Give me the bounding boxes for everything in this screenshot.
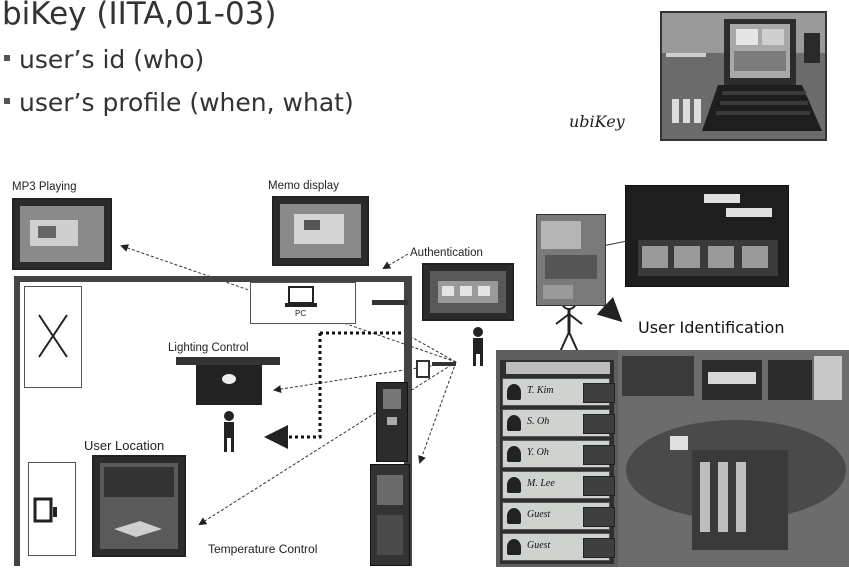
mp3-screen-content [20, 206, 104, 262]
arrow-to-temperature [418, 361, 457, 464]
ubikey-software-screen [625, 185, 789, 287]
arrow-to-memo [382, 253, 409, 270]
user-avatar-icon [507, 446, 521, 462]
side-cabinet [28, 462, 76, 556]
user-list-item[interactable]: Guest [502, 502, 615, 530]
user-name: Guest [527, 540, 551, 551]
sensor-box [416, 360, 430, 378]
user-list-item[interactable]: Guest [502, 533, 615, 561]
pc-desk: PC [250, 282, 356, 324]
auth-screen [422, 263, 514, 321]
user-avatar-icon [507, 539, 521, 555]
bullet-text-1: user’s id (who) [19, 45, 205, 74]
memo-screen [272, 196, 369, 266]
bold-path-1 [264, 333, 322, 449]
bullet-item-1: user’s id (who) [4, 45, 204, 74]
user-status-button[interactable] [583, 476, 615, 496]
user-location-label: User Location [84, 438, 165, 453]
arrow-to-user-location [198, 361, 457, 526]
user-list-item[interactable]: M. Lee [502, 471, 615, 499]
light-bulb-icon [222, 374, 236, 384]
user-name: M. Lee [527, 478, 555, 489]
user-location-graphic [104, 467, 174, 537]
x-box [24, 286, 82, 388]
mp3-screen-graphic [30, 220, 78, 246]
thermostat-panel [376, 382, 408, 462]
x-mark-icon [38, 314, 68, 358]
person-icon [224, 411, 234, 452]
ubikey-device-photo [536, 214, 606, 306]
user-avatar-icon [507, 384, 521, 400]
lighting-fixture [196, 365, 262, 405]
lighting-label: Lighting Control [168, 342, 249, 354]
user-status-button[interactable] [583, 507, 615, 527]
user-list-item[interactable]: Y. Oh [502, 440, 615, 468]
user-list-header [506, 362, 610, 374]
user-name: Y. Oh [527, 447, 549, 458]
bullet-item-2: user’s profile (when, what) [4, 88, 354, 117]
auth-screen-graphic [438, 281, 498, 303]
ubikey-caption: ubiKey [569, 112, 625, 131]
ubikey-photo-graphic [662, 13, 825, 139]
mp3-label: MP3 Playing [12, 181, 77, 193]
door-marker [372, 300, 408, 305]
user-list-item[interactable]: S. Oh [502, 409, 615, 437]
user-name: S. Oh [527, 416, 550, 427]
user-avatar-icon [507, 415, 521, 431]
bullet-square-icon [4, 55, 10, 61]
thermostat-graphic [383, 389, 401, 425]
user-status-button[interactable] [583, 414, 615, 434]
ubikey-photo [660, 11, 827, 141]
software-screen-graphic [638, 194, 778, 276]
user-name: Guest [527, 509, 551, 520]
identification-background [618, 350, 849, 567]
sensor-bar [432, 362, 456, 366]
bullet-text-2: user’s profile (when, what) [19, 88, 354, 117]
air-conditioner [370, 464, 410, 566]
user-avatar-icon [507, 477, 521, 493]
user-status-button[interactable] [583, 445, 615, 465]
user-list: T. Kim S. Oh Y. Oh M. Lee Guest Guest [496, 378, 616, 567]
mp3-screen [12, 198, 112, 270]
user-location-screen [92, 455, 186, 557]
user-location-content [100, 463, 178, 549]
slide-title: biKey (IITA,01-03) [2, 0, 277, 32]
user-status-button[interactable] [583, 383, 615, 403]
pc-label: PC [295, 309, 307, 318]
bullet-square-icon [4, 98, 10, 104]
auth-label: Authentication [410, 247, 483, 259]
auth-screen-content [430, 271, 506, 313]
monitor-icon [33, 497, 57, 523]
lighting-bar [176, 357, 280, 365]
user-name: T. Kim [527, 385, 554, 396]
user-identification-label: User Identification [638, 318, 785, 337]
user-status-button[interactable] [583, 538, 615, 558]
temperature-label: Temperature Control [208, 542, 318, 556]
device-photo-graphic [541, 221, 597, 299]
laptop-icon [285, 286, 317, 307]
user-avatar-icon [507, 508, 521, 524]
memo-label: Memo display [268, 180, 339, 192]
memo-screen-content [280, 204, 361, 258]
memo-screen-graphic [294, 214, 344, 244]
person-icon [473, 327, 483, 366]
user-list-item[interactable]: T. Kim [502, 378, 615, 406]
aircon-graphic [377, 475, 403, 555]
